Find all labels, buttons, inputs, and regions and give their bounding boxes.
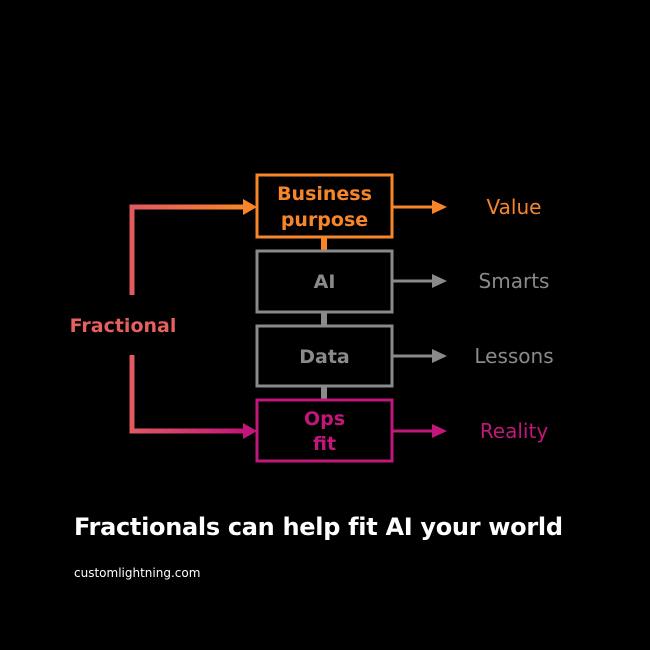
business-purpose-label-line1: Business [277, 183, 372, 205]
smarts-label: Smarts [479, 269, 550, 293]
data-label: Data [299, 346, 350, 368]
reality-arrowhead [432, 424, 447, 438]
fractional-top-connector [129, 204, 243, 295]
fractional-label: Fractional [70, 315, 177, 337]
business-purpose-label-line2: purpose [281, 209, 368, 231]
lessons-label: Lessons [474, 344, 553, 368]
lessons-arrowhead [432, 349, 447, 363]
fractional-top-arrowhead [243, 199, 257, 215]
ops-fit-label-line1: Ops [304, 408, 345, 430]
connector-1 [321, 237, 327, 251]
value-arrowhead [432, 200, 447, 214]
headline: Fractionals can help fit AI your world [74, 513, 563, 541]
fractional-bottom-arrowhead [243, 423, 257, 439]
value-label: Value [487, 195, 542, 219]
smarts-arrowhead [432, 274, 447, 288]
ops-fit-label-line2: fit [313, 433, 336, 455]
ai-label: AI [314, 271, 336, 293]
website-link[interactable]: customlightning.com [74, 566, 201, 580]
connector-2 [321, 312, 327, 326]
reality-label: Reality [480, 419, 549, 443]
fractional-bottom-connector [129, 355, 243, 434]
connector-3 [321, 386, 327, 400]
